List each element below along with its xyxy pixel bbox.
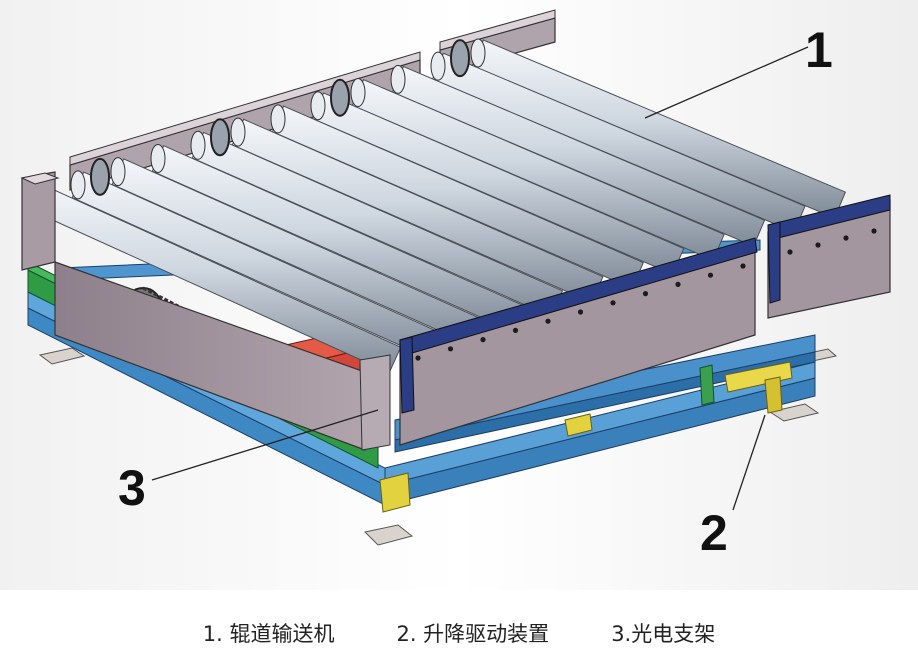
leader-line-2 [732, 414, 766, 511]
bolt-hole [480, 337, 486, 343]
roller-end-cap [190, 130, 206, 160]
callout-leaders [151, 46, 809, 511]
part-legend: 1. 辊道输送机 2. 升降驱动装置 3.光电支架 [0, 618, 918, 648]
bolt-hole [787, 249, 793, 255]
bolt-hole [871, 228, 877, 234]
roller-end-cap [270, 104, 286, 134]
bolt-hole [610, 300, 616, 306]
callout-number-1: 1 [805, 22, 833, 78]
bolt-hole [415, 355, 421, 361]
left-end-plate [20, 171, 60, 271]
rollers [30, 38, 847, 374]
bolt-hole [642, 291, 649, 297]
roller-end-cap [230, 117, 246, 147]
bolt-hole [843, 235, 849, 241]
legend-item-photoelectric-bracket: 3.光电支架 [611, 622, 716, 646]
bolt-hole [577, 309, 584, 315]
roller-end-cap [110, 157, 126, 187]
legend-item-lift-drive: 2. 升降驱动装置 [396, 622, 550, 646]
leader-line-3 [151, 409, 379, 481]
roller-end-cap [350, 78, 366, 108]
roller-end-cap [150, 143, 166, 173]
roller [270, 104, 644, 289]
bolt-hole [815, 242, 821, 248]
roller-sprocket [90, 157, 110, 196]
front-caps [399, 194, 891, 414]
roller [230, 117, 604, 304]
roller-sprocket [210, 118, 230, 157]
bolt-hole [740, 263, 746, 269]
roller [190, 118, 564, 318]
conveyor-machine [20, 9, 891, 546]
roller [350, 78, 725, 261]
roller [390, 64, 766, 247]
bolt-hole [707, 272, 714, 278]
bolt-hole [447, 346, 454, 352]
bolt-holes [415, 228, 877, 361]
roller-end-cap [70, 170, 86, 200]
roller [310, 78, 685, 275]
yellow-brackets [379, 361, 793, 513]
roller-end-cap [430, 51, 446, 81]
bolt-hole [545, 318, 551, 324]
roller-sprocket [330, 78, 350, 117]
roller-end-cap [310, 91, 326, 121]
callout-number-2: 2 [700, 505, 728, 561]
roller [430, 39, 806, 233]
front-side-plate-left [54, 261, 391, 451]
callout-number-3: 3 [118, 460, 146, 516]
bolt-hole [675, 281, 681, 287]
bolt-hole [512, 327, 519, 333]
roller-end-cap [390, 64, 406, 94]
roller-end-cap [470, 38, 486, 68]
leader-line-1 [644, 46, 809, 119]
legend-item-roller-conveyor: 1. 辊道输送机 [202, 622, 335, 646]
roller-sprocket [450, 39, 470, 78]
photoelectric-post [699, 364, 715, 406]
